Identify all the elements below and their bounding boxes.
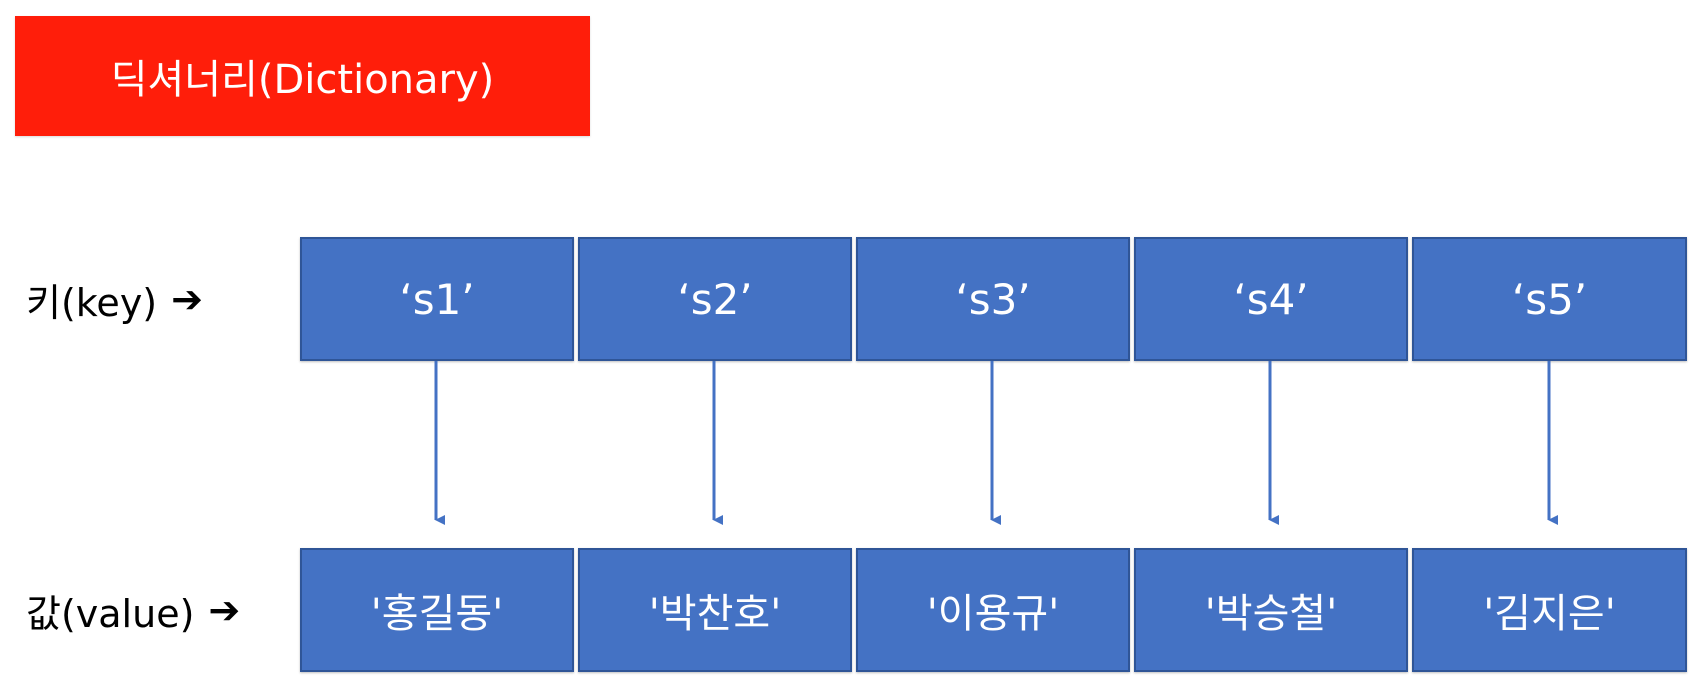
key-box: ‘s5’ bbox=[1412, 237, 1687, 361]
key-box: ‘s1’ bbox=[300, 237, 574, 361]
key-box: ‘s4’ bbox=[1134, 237, 1408, 361]
value-text: '홍길동' bbox=[370, 591, 504, 637]
right-arrow-icon: ➔ bbox=[171, 277, 203, 321]
key-text: ‘s2’ bbox=[677, 274, 753, 324]
value-text: '김지은' bbox=[1483, 591, 1616, 637]
value-box: '홍길동' bbox=[300, 548, 574, 672]
title-text: 딕셔너리(Dictionary) bbox=[110, 57, 495, 103]
value-text: '박승철' bbox=[1204, 591, 1338, 637]
value-text: '박찬호' bbox=[648, 591, 782, 637]
value-text: '이용규' bbox=[926, 591, 1060, 637]
key-box: ‘s3’ bbox=[856, 237, 1130, 361]
right-arrow-icon: ➔ bbox=[208, 588, 241, 632]
value-box: '이용규' bbox=[856, 548, 1130, 672]
value-box: '박찬호' bbox=[578, 548, 852, 672]
key-box: ‘s2’ bbox=[578, 237, 852, 361]
key-text: ‘s4’ bbox=[1233, 274, 1309, 324]
key-row-label: 키(key) ➔ bbox=[26, 269, 203, 329]
key-text: ‘s3’ bbox=[955, 274, 1031, 324]
key-text: ‘s5’ bbox=[1511, 274, 1588, 324]
key-label-text: 키(key) bbox=[26, 280, 158, 325]
value-box: '김지은' bbox=[1412, 548, 1687, 672]
key-text: ‘s1’ bbox=[399, 274, 475, 324]
title-banner: 딕셔너리(Dictionary) bbox=[15, 16, 590, 136]
value-row-label: 값(value) ➔ bbox=[26, 580, 240, 640]
value-box: '박승철' bbox=[1134, 548, 1408, 672]
value-label-text: 값(value) bbox=[26, 591, 195, 636]
